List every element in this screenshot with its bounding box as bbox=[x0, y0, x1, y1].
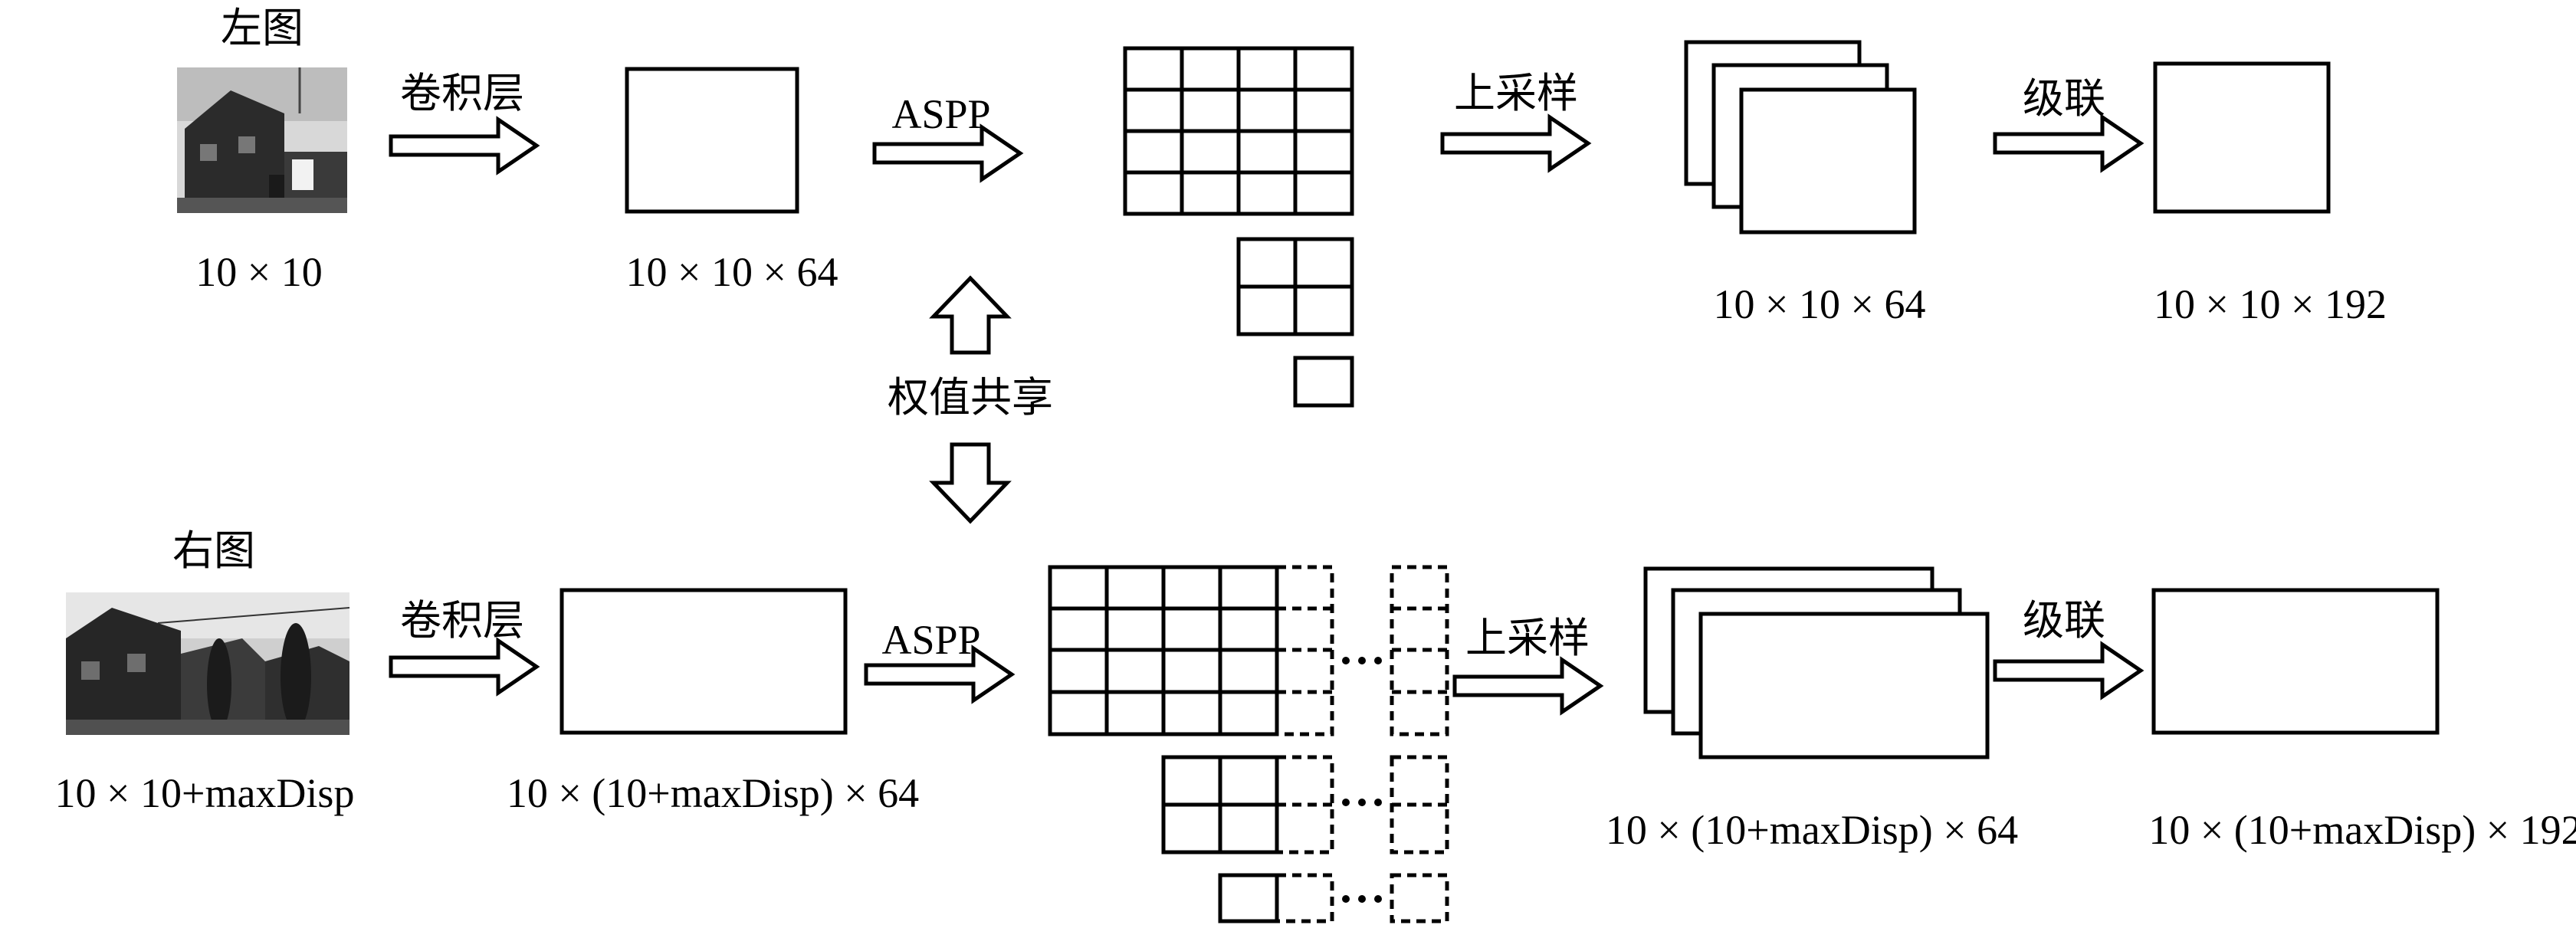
top-concat-output-size: 10 × 10 × 192 bbox=[2154, 281, 2387, 327]
top-concat-label: 级联 bbox=[2023, 74, 2105, 123]
bottom-conv-output-box bbox=[560, 588, 848, 735]
top-image-size: 10 × 10 bbox=[195, 249, 323, 295]
right-image-photo bbox=[66, 592, 349, 735]
bottom-upsample-output-size: 10 × (10+maxDisp) × 64 bbox=[1605, 807, 2019, 853]
top-conv-arrow-icon bbox=[391, 120, 537, 172]
bottom-image-size: 10 × 10+maxDisp bbox=[54, 770, 355, 816]
top-aspp-grid-medium bbox=[1236, 237, 1354, 336]
top-image-title: 左图 bbox=[221, 4, 304, 52]
bottom-upsample-stack bbox=[1643, 566, 1990, 759]
left-image-photo bbox=[177, 67, 347, 213]
bottom-conv-label: 卷积层 bbox=[400, 596, 524, 645]
top-concat-output-box bbox=[2153, 61, 2331, 214]
bottom-concat-label: 级联 bbox=[2023, 596, 2105, 645]
bottom-image-title: 右图 bbox=[172, 526, 255, 575]
bottom-concat-output-box bbox=[2151, 588, 2440, 735]
top-concat-arrow-icon bbox=[1995, 117, 2141, 169]
bottom-aspp-grid-medium bbox=[1161, 755, 1449, 854]
bottom-conv-arrow-icon bbox=[391, 641, 537, 693]
top-aspp-grid-small bbox=[1293, 356, 1354, 408]
bottom-aspp-label: ASPP bbox=[881, 617, 981, 663]
top-conv-output-size: 10 × 10 × 64 bbox=[625, 249, 838, 295]
bottom-concat-output-size: 10 × (10+maxDisp) × 192 bbox=[2148, 807, 2576, 853]
bottom-upsample-label: 上采样 bbox=[1465, 614, 1590, 662]
top-aspp-label: ASPP bbox=[891, 91, 991, 137]
top-upsample-arrow-icon bbox=[1442, 117, 1588, 169]
share-up-arrow-icon bbox=[929, 275, 1012, 355]
top-aspp-grid-large bbox=[1123, 46, 1354, 216]
top-upsample-output-size: 10 × 10 × 64 bbox=[1713, 281, 1926, 327]
bottom-aspp-grid-large bbox=[1048, 565, 1449, 736]
top-upsample-label: 上采样 bbox=[1454, 69, 1578, 117]
bottom-conv-output-size: 10 × (10+maxDisp) × 64 bbox=[506, 770, 920, 816]
top-conv-output-box bbox=[625, 67, 799, 214]
top-upsample-stack bbox=[1684, 40, 1917, 235]
bottom-concat-arrow-icon bbox=[1995, 645, 2141, 697]
weight-sharing-label: 权值共享 bbox=[888, 373, 1053, 421]
share-down-arrow-icon bbox=[929, 442, 1012, 524]
ellipsis-dots bbox=[1342, 657, 1382, 903]
bottom-aspp-grid-small bbox=[1218, 873, 1449, 923]
top-conv-label: 卷积层 bbox=[400, 69, 524, 117]
bottom-upsample-arrow-icon bbox=[1455, 660, 1600, 712]
